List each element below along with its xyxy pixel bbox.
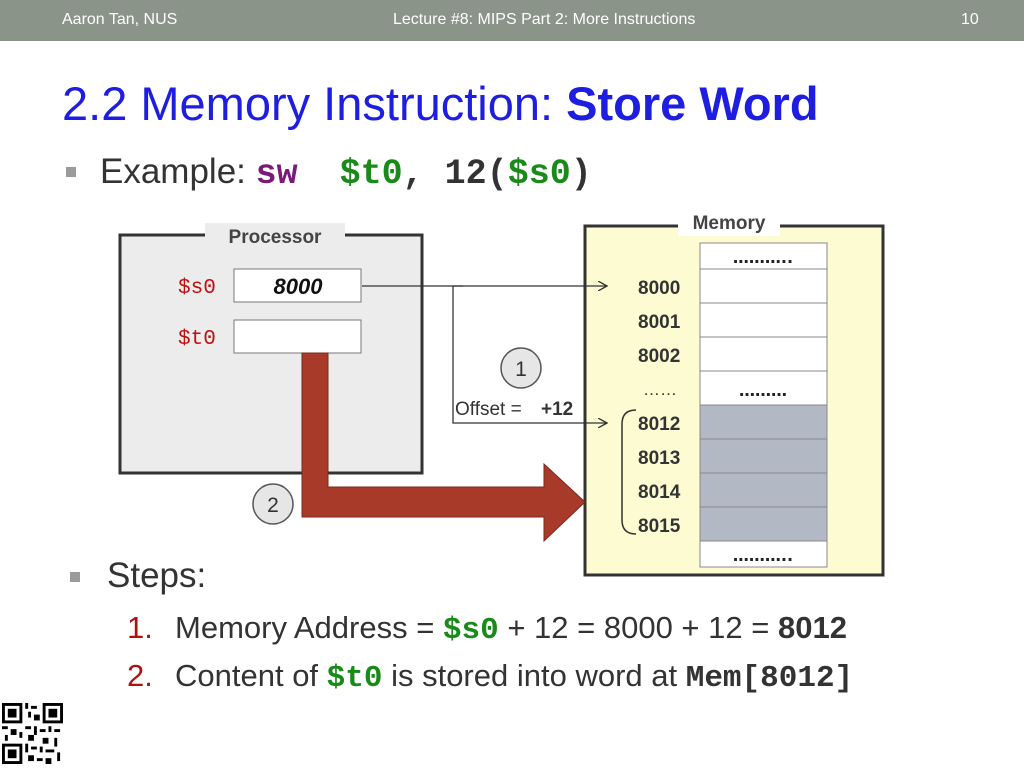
step-1-text-a: Memory Address = — [175, 610, 443, 645]
memory-cell-highlight — [699, 404, 828, 440]
reg-s0-value: 8000 — [274, 274, 324, 299]
address-label: 8015 — [638, 516, 681, 537]
step-2-text-a: Content of — [175, 658, 327, 693]
bullet-icon — [66, 167, 76, 177]
slide-title: 2.2 Memory Instruction: Store Word — [62, 76, 819, 131]
header-bar: Aaron Tan, NUS Lecture #8: MIPS Part 2: … — [0, 0, 1024, 41]
processor-label: Processor — [229, 227, 323, 248]
address-bracket — [621, 409, 637, 535]
step-1-reg: $s0 — [442, 613, 499, 648]
address-label: 8002 — [638, 346, 680, 367]
reg-s0-box — [233, 268, 362, 303]
step-2-mem: Mem[8012] — [685, 661, 854, 696]
step-2-reg: $t0 — [326, 661, 383, 696]
title-prefix: 2.2 Memory Instruction: — [62, 77, 567, 130]
step-1-text-b: + 12 = 8000 + 12 = — [498, 610, 778, 645]
memory-cell — [699, 540, 828, 568]
example-op: sw — [255, 154, 298, 194]
address-label: 8013 — [638, 448, 680, 469]
example-t0: $t0 — [339, 154, 403, 194]
step-1: 1. Memory Address = $s0 + 12 = 8000 + 12 … — [127, 610, 847, 648]
step-1-result: 8012 — [777, 610, 847, 645]
memory-mid-dots: ……… — [739, 381, 787, 400]
qr-code-icon — [2, 703, 63, 764]
offset-arrow — [452, 285, 607, 423]
address-label: 8001 — [638, 312, 681, 333]
page-number: 10 — [961, 11, 979, 28]
reg-t0-label: $t0 — [178, 328, 216, 351]
memory-cell-highlight — [699, 472, 828, 508]
address-label: …… — [643, 380, 677, 399]
example-s0: $s0 — [507, 154, 571, 194]
step-2-text-b: is stored into word at — [382, 658, 686, 693]
offset-value: +12 — [541, 399, 573, 420]
memory-cells — [699, 242, 828, 568]
header-author: Aaron Tan, NUS — [62, 11, 178, 28]
memory-cell-highlight — [699, 506, 828, 542]
data-flow-arrow — [301, 352, 586, 543]
memory-cell — [699, 370, 828, 406]
address-label: 8000 — [638, 278, 680, 299]
reg-t0-box — [233, 319, 362, 354]
bullet-icon — [70, 572, 80, 582]
step-2-number: 2 — [267, 494, 279, 517]
memory-cell — [699, 302, 828, 338]
step-1-number: 1 — [515, 358, 527, 381]
memory-top-dots: ……….. — [733, 248, 793, 267]
memory-cell — [699, 268, 828, 304]
step-2-num: 2. — [127, 658, 153, 693]
step-1-circle — [500, 347, 542, 389]
reg-s0-label: $s0 — [178, 277, 216, 300]
memory-cell-highlight — [699, 438, 828, 474]
processor-label-bg — [205, 223, 345, 249]
address-label: 8014 — [638, 482, 681, 503]
title-bold: Store Word — [566, 77, 819, 130]
example-line: Example: sw $t0, 12($s0) — [100, 152, 592, 194]
memory-label: Memory — [693, 213, 766, 234]
header-lecture: Lecture #8: MIPS Part 2: More Instructio… — [393, 11, 696, 28]
steps-heading: Steps: — [107, 556, 207, 595]
step-1-num: 1. — [127, 610, 153, 645]
step-2: 2.Content of $t0 is stored into word at … — [127, 658, 853, 696]
memory-label-bg — [678, 210, 780, 236]
offset-label: Offset = — [455, 399, 522, 420]
memory-cell — [699, 336, 828, 372]
memory-cell — [699, 242, 828, 270]
example-sep: , 12( — [402, 154, 508, 194]
memory-bottom-dots: ……….. — [733, 546, 793, 565]
example-close: ) — [570, 154, 592, 194]
address-label: 8012 — [638, 414, 680, 435]
example-label: Example: — [100, 152, 256, 191]
step-2-circle — [252, 483, 294, 525]
